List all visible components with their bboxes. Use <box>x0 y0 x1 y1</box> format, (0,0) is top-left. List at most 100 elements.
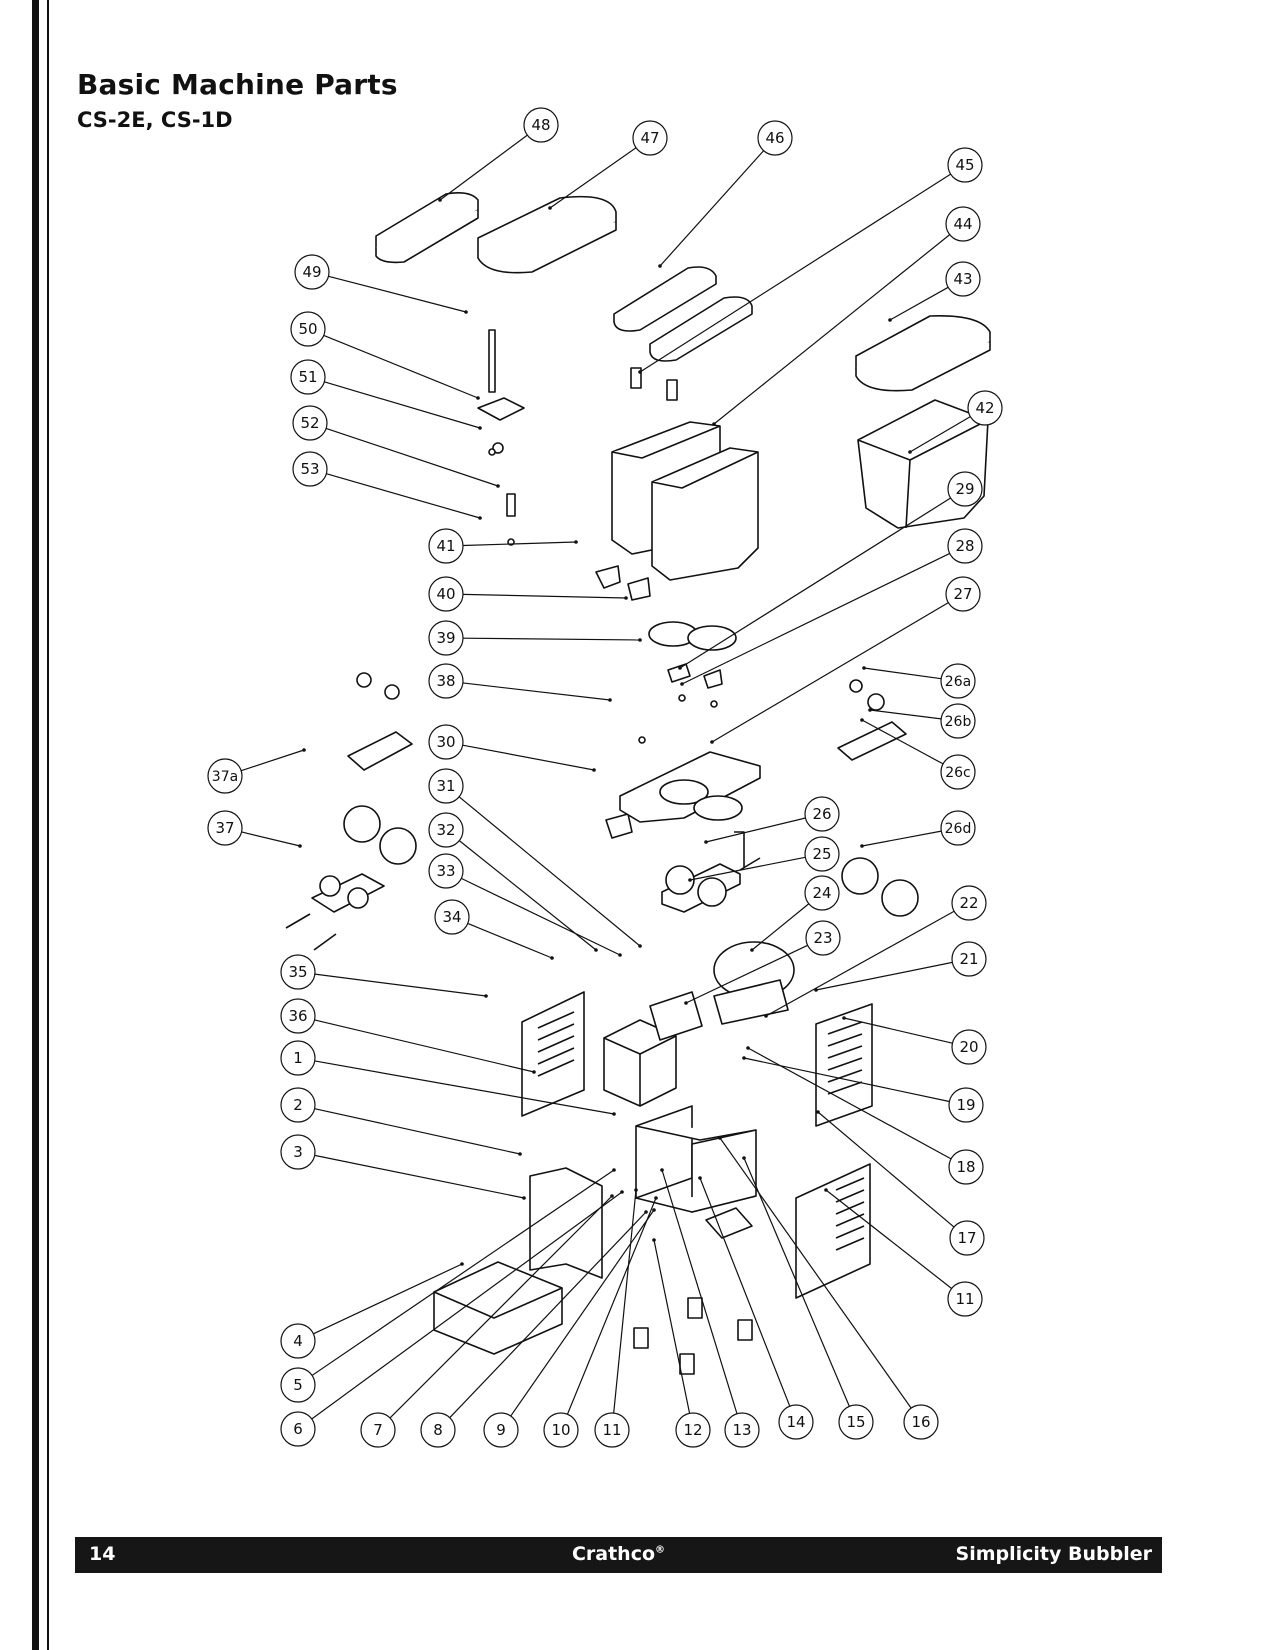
leader-line-45 <box>639 173 951 373</box>
exploded-parts-diagram: 4847464544434249505152534140393830313233… <box>207 107 1003 1448</box>
callout-number: 18 <box>956 1158 975 1176</box>
callout-45: 45 <box>947 147 983 183</box>
callout-circle <box>804 875 840 911</box>
callout-19: 19 <box>948 1087 984 1123</box>
callout-6: 6 <box>280 1411 316 1447</box>
callout-circle <box>428 812 464 848</box>
leader-dot-27 <box>710 740 714 744</box>
leader-dot-34 <box>550 956 554 960</box>
callout-39: 39 <box>428 620 464 656</box>
callout-number: 11 <box>602 1421 621 1439</box>
leader-line-21 <box>815 961 953 991</box>
leader-dot-8 <box>644 1210 648 1214</box>
leader-dot-6 <box>620 1190 624 1194</box>
callout-number: 3 <box>293 1143 303 1161</box>
callout-number: 14 <box>786 1413 805 1431</box>
leader-dot-23 <box>684 1001 688 1005</box>
leader-dot-33 <box>618 953 622 957</box>
callout-number: 23 <box>813 929 832 947</box>
part-drip-tray-4 <box>433 1261 563 1355</box>
callout-circle <box>947 147 983 183</box>
callout-16: 16 <box>903 1404 939 1440</box>
callout-circle <box>280 1367 316 1403</box>
callout-circle <box>290 311 326 347</box>
leader-dot-13 <box>660 1168 664 1172</box>
callout-number: 51 <box>298 368 317 386</box>
callout-52: 52 <box>292 405 328 441</box>
callout-circle <box>945 261 981 297</box>
callout-number: 25 <box>812 845 831 863</box>
callout-number: 47 <box>640 129 659 147</box>
page-title: Basic Machine Parts <box>77 68 398 101</box>
callout-circle <box>948 1149 984 1185</box>
callout-circle <box>838 1404 874 1440</box>
leader-line-40 <box>462 593 627 599</box>
footer-page-number: 14 <box>89 1543 116 1565</box>
leader-line-27 <box>711 602 949 743</box>
leader-dot-7 <box>610 1194 614 1198</box>
leader-dot-15 <box>742 1156 746 1160</box>
callout-42: 42 <box>967 390 1003 426</box>
callout-35: 35 <box>280 954 316 990</box>
leader-dot-42 <box>908 450 912 454</box>
callout-2: 2 <box>280 1087 316 1123</box>
callout-circle <box>428 576 464 612</box>
callout-12: 12 <box>675 1412 711 1448</box>
callout-34: 34 <box>434 899 470 935</box>
leader-line-16 <box>719 1137 912 1409</box>
leader-line-49 <box>328 275 467 313</box>
callout-number: 46 <box>765 129 784 147</box>
leader-dot-30 <box>592 768 596 772</box>
callout-circle <box>420 1412 456 1448</box>
callout-10: 10 <box>543 1412 579 1448</box>
callout-9: 9 <box>483 1412 519 1448</box>
part-feet-12 <box>633 1297 753 1375</box>
callout-number: 32 <box>436 821 455 839</box>
callout-circle <box>543 1412 579 1448</box>
callout-circle <box>675 1412 711 1448</box>
callout-circle <box>940 703 976 739</box>
leader-dot-4 <box>460 1262 464 1266</box>
callout-circle <box>290 359 326 395</box>
leader-line-37 <box>241 831 301 847</box>
leader-dot-31 <box>638 944 642 948</box>
leader-line-39 <box>462 637 641 641</box>
callout-circle <box>428 663 464 699</box>
leader-line-6 <box>311 1191 623 1420</box>
leader-dot-1 <box>612 1112 616 1116</box>
leader-line-15 <box>743 1157 850 1407</box>
leader-dot-37a <box>302 748 306 752</box>
leader-line-24 <box>751 903 810 951</box>
callout-circle <box>434 899 470 935</box>
callout-number: 28 <box>955 537 974 555</box>
callout-number: 45 <box>955 156 974 174</box>
leader-dot-35 <box>484 994 488 998</box>
callout-circle <box>207 758 243 794</box>
leader-dot-11 <box>824 1188 828 1192</box>
callout-22: 22 <box>951 885 987 921</box>
leader-dot-3 <box>522 1196 526 1200</box>
callout-32: 32 <box>428 812 464 848</box>
leader-line-48 <box>439 134 528 201</box>
callout-number: 44 <box>953 215 972 233</box>
callout-number: 49 <box>302 263 321 281</box>
leader-line-46 <box>659 150 765 267</box>
callout-circle <box>949 1220 985 1256</box>
leader-line-25 <box>689 856 806 881</box>
callout-circle <box>951 941 987 977</box>
leader-line-3 <box>314 1154 525 1199</box>
callout-3: 3 <box>280 1134 316 1170</box>
callout-7: 7 <box>360 1412 396 1448</box>
leader-dot-41 <box>574 540 578 544</box>
callout-25: 25 <box>804 836 840 872</box>
leader-line-42 <box>909 416 971 453</box>
leader-line-19 <box>743 1057 950 1103</box>
leader-dot-29 <box>678 666 682 670</box>
callout-37: 37 <box>207 810 243 846</box>
callout-number: 12 <box>683 1421 702 1439</box>
leader-line-26 <box>705 817 806 843</box>
part-lid-small-48 <box>375 192 479 264</box>
leader-line-41 <box>462 541 577 547</box>
leader-dot-17 <box>816 1110 820 1114</box>
callout-8: 8 <box>420 1412 456 1448</box>
